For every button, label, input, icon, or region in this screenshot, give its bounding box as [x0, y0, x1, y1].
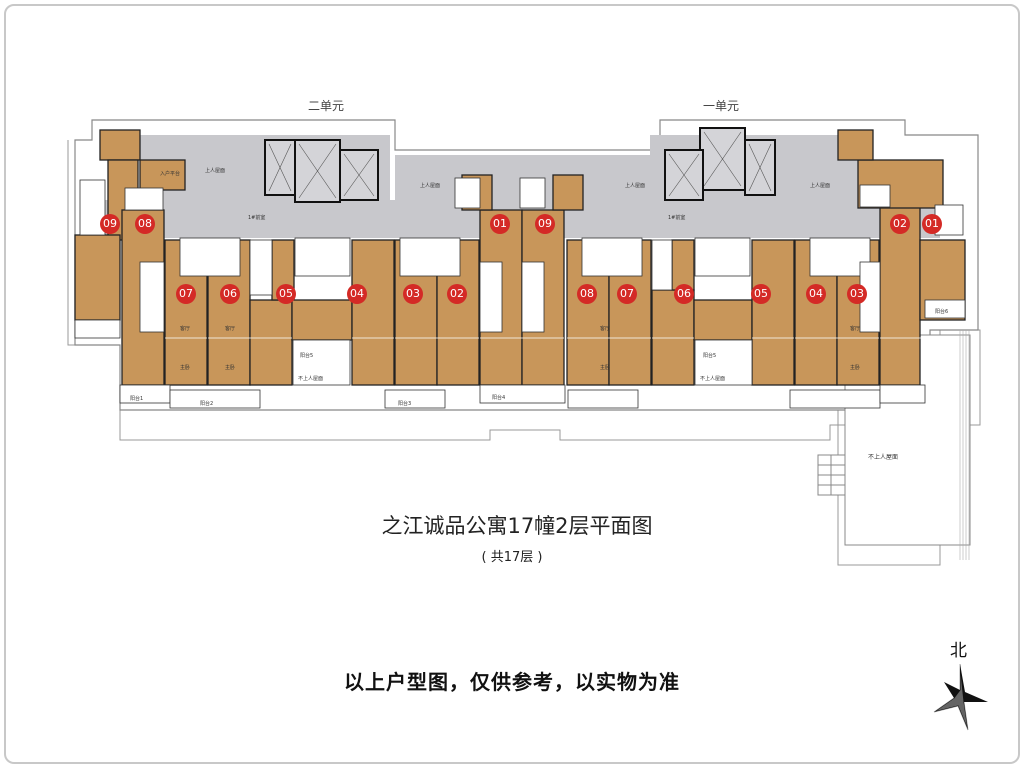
- kitchen-bath: [454, 177, 481, 209]
- room-label: 阳台3: [398, 401, 412, 407]
- compass-icon: [933, 663, 988, 731]
- room-label: 入户平台: [160, 171, 181, 177]
- apartment-badge-unit1-08: 08: [577, 284, 597, 304]
- kitchen-bath: [294, 237, 351, 277]
- kitchen-bath: [124, 187, 164, 211]
- apartment-room: [671, 239, 695, 291]
- apartment-badge-unit2-07: 07: [176, 284, 196, 304]
- core-x: [668, 153, 700, 197]
- room-label: 客厅: [600, 326, 611, 332]
- disclaimer-note: 以上户型图，仅供参考，以实物为准: [344, 670, 680, 694]
- kitchen-bath: [479, 261, 503, 333]
- plan-subtitle: ( 共17层 ): [481, 550, 543, 565]
- apartment-badge-unit1-06: 06: [674, 284, 694, 304]
- room-label: 阳台4: [492, 395, 506, 401]
- balcony: [384, 389, 446, 409]
- room-label: 阳台5: [300, 353, 314, 359]
- room-label: 不上人屋面: [868, 454, 899, 461]
- apartment-badge-unit2-04: 04: [347, 284, 367, 304]
- apartment-room: [249, 299, 293, 386]
- apartment-room: [837, 129, 874, 161]
- room-label: 阳台6: [935, 309, 949, 315]
- apartment-badge-unit2-06: 06: [220, 284, 240, 304]
- core-x: [748, 143, 772, 192]
- kitchen-bath: [519, 177, 546, 209]
- apartment-room: [751, 239, 795, 386]
- apartment-badge-unit2-01: 01: [490, 214, 510, 234]
- apartment-room: [291, 299, 353, 341]
- kitchen-bath: [651, 239, 673, 291]
- apartment-badge-unit1-04: 04: [806, 284, 826, 304]
- room-label: 上人屋面: [205, 168, 226, 174]
- room-label: 上人屋面: [420, 183, 441, 189]
- core-x: [298, 143, 337, 199]
- apartment-badge-unit2-02: 02: [447, 284, 467, 304]
- apartment-room: [651, 289, 695, 386]
- core-x: [343, 153, 375, 197]
- room-label: 1#前室: [248, 215, 266, 221]
- room-label: 上人屋面: [810, 183, 831, 189]
- kitchen-bath: [292, 339, 351, 386]
- apartment-badge-unit2-08: 08: [135, 214, 155, 234]
- balcony: [879, 384, 926, 404]
- room-label: 主卧: [600, 365, 611, 371]
- apartment-room: [74, 234, 121, 321]
- balcony: [169, 389, 261, 409]
- balcony: [567, 389, 639, 409]
- room-label: 客厅: [850, 326, 861, 332]
- unit-2-label: 二单元: [308, 99, 345, 113]
- apartment-room: [99, 129, 141, 161]
- kitchen-bath: [139, 261, 165, 333]
- apartment-room: [693, 299, 753, 341]
- kitchen-bath: [249, 239, 273, 296]
- room-label: 不上人屋面: [700, 376, 726, 382]
- apartment-room: [552, 174, 584, 211]
- room-label: 1#前室: [668, 215, 686, 221]
- kitchen-bath: [581, 237, 643, 277]
- room-label: 主卧: [225, 365, 236, 371]
- balcony: [789, 389, 881, 409]
- core: [294, 139, 341, 203]
- apartment-badge-unit2-05: 05: [276, 284, 296, 304]
- apartment-badge-unit2-03: 03: [403, 284, 423, 304]
- apartment-badge-unit2-09: 09: [100, 214, 120, 234]
- unit-1-label: 一单元: [703, 99, 740, 113]
- kitchen-bath: [399, 237, 461, 277]
- page-frame: [4, 4, 1020, 764]
- core-x: [703, 131, 742, 187]
- apartment-room: [139, 159, 186, 191]
- apartment-badge-unit1-02: 02: [890, 214, 910, 234]
- room-label: 客厅: [180, 326, 191, 332]
- core-x: [268, 143, 292, 192]
- balcony: [479, 384, 566, 404]
- room-label: 客厅: [225, 326, 236, 332]
- apartment-room: [351, 239, 395, 386]
- apartment-badge-unit1-05: 05: [751, 284, 771, 304]
- room-label: 主卧: [850, 365, 861, 371]
- apartment-badge-unit1-03: 03: [847, 284, 867, 304]
- apartment-badge-unit1-09: 09: [535, 214, 555, 234]
- kitchen-bath: [521, 261, 545, 333]
- kitchen-bath: [694, 237, 751, 277]
- balcony: [74, 319, 121, 339]
- kitchen-bath: [179, 237, 241, 277]
- balcony: [119, 384, 171, 404]
- kitchen-bath: [859, 184, 891, 208]
- room-label: 阳台2: [200, 401, 214, 407]
- balcony: [924, 299, 966, 319]
- room-label: 上人屋面: [625, 183, 646, 189]
- room-label: 不上人屋面: [298, 376, 324, 382]
- room-label: 阳台5: [703, 353, 717, 359]
- room-label: 主卧: [180, 365, 191, 371]
- apartment-badge-unit1-07: 07: [617, 284, 637, 304]
- apartment-badge-unit1-01: 01: [922, 214, 942, 234]
- room-label: 阳台1: [130, 396, 144, 402]
- kitchen-bath: [694, 339, 753, 386]
- north-label: 北: [950, 641, 967, 661]
- plan-title: 之江诚品公寓17幢2层平面图: [381, 514, 653, 538]
- kitchen-bath: [79, 179, 106, 236]
